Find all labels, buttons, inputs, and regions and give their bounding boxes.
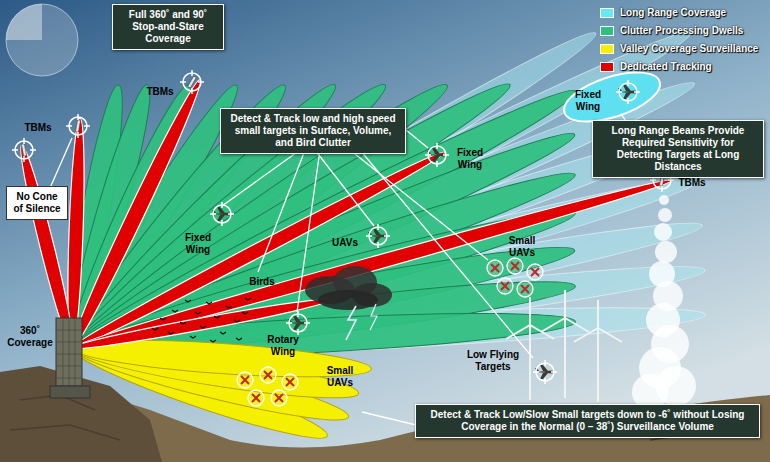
ground xyxy=(0,366,770,462)
legend-row: Long Range Coverage xyxy=(600,6,766,20)
legend-row: Dedicated Tracking xyxy=(600,60,766,74)
legend-text: Long Range Coverage xyxy=(620,6,726,20)
missile-plume xyxy=(632,195,696,416)
legend-swatch xyxy=(600,8,614,18)
legend-row: Clutter Processing Dwells xyxy=(600,24,766,38)
target-label: Rotary Wing xyxy=(263,334,303,357)
target-label: Low Flying Targets xyxy=(464,349,522,372)
target-label: Fixed Wing xyxy=(571,89,605,112)
leader-lines xyxy=(50,114,626,425)
radar-antenna xyxy=(50,318,90,398)
target-label: Small UAVs xyxy=(502,235,542,258)
callout-text: Detect & Track low and high speed small … xyxy=(227,113,399,149)
silence-note: No Cone of Silence xyxy=(6,186,68,220)
clutter-note: Detect & Track low and high speed small … xyxy=(220,108,406,154)
tracking-beams xyxy=(15,77,674,355)
callout-text: No Cone of Silence xyxy=(13,191,61,215)
target-label: Birds xyxy=(249,276,275,288)
target-label: TBMs xyxy=(24,122,51,134)
target-label: Fixed Wing xyxy=(453,147,487,170)
storm-cloud xyxy=(305,266,392,340)
target-label: Fixed Wing xyxy=(181,232,215,255)
range-note: Long Range Beams Provide Required Sensit… xyxy=(592,120,764,178)
valley-note: Detect & Track Low/Slow Small targets do… xyxy=(415,404,760,438)
coverage-note: Full 360˚ and 90˚ Stop-and-Stare Coverag… xyxy=(112,4,224,50)
target-label: Small UAVs xyxy=(320,365,360,388)
clutter-lobes xyxy=(58,70,583,365)
valley-lobes xyxy=(67,333,372,450)
target-label: UAVs xyxy=(332,237,358,249)
target-label: TBMs xyxy=(678,177,705,189)
target-label: TBMs xyxy=(146,86,173,98)
callout-text: Detect & Track Low/Slow Small targets do… xyxy=(422,409,753,433)
legend-text: Dedicated Tracking xyxy=(620,60,712,74)
callout-text: Full 360˚ and 90˚ Stop-and-Stare Coverag… xyxy=(119,9,217,45)
legend-swatch xyxy=(600,62,614,72)
coverage-icon xyxy=(6,4,78,76)
legend-text: Clutter Processing Dwells xyxy=(620,24,743,38)
targets xyxy=(12,70,674,406)
legend-swatch xyxy=(600,44,614,54)
legend-swatch xyxy=(600,26,614,36)
legend-row: Valley Coverage Surveillance xyxy=(600,42,766,56)
callout-text: Long Range Beams Provide Required Sensit… xyxy=(599,125,757,173)
bird-flock xyxy=(152,298,251,342)
legend-text: Valley Coverage Surveillance xyxy=(620,42,758,56)
target-label: 360˚ Coverage xyxy=(5,325,55,348)
